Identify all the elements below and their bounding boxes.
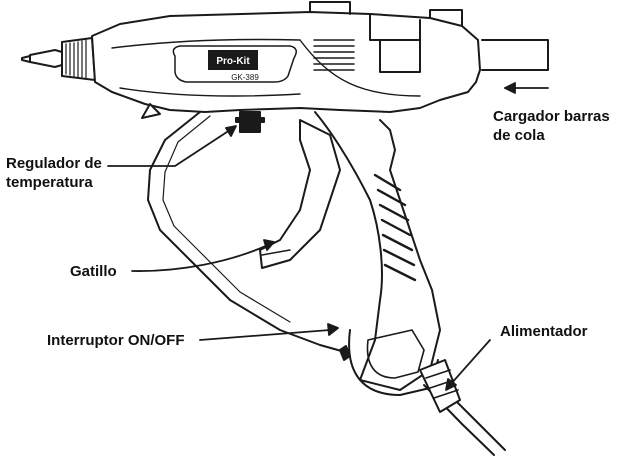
label-line: temperatura [6, 174, 93, 191]
power-cable [419, 359, 506, 456]
brand-badge [208, 50, 258, 70]
model-text: GK-389 [231, 73, 259, 82]
trigger-frame [147, 111, 346, 353]
leader-lines [107, 82, 549, 391]
label-temperature-regulator: Regulador de temperatura [6, 154, 102, 192]
nozzle [21, 37, 96, 81]
label-line: Regulador de [6, 155, 102, 172]
label-line: Cargador barras [493, 108, 610, 125]
label-glue-stick-loader: Cargador barras de cola [493, 107, 610, 145]
label-on-off-switch: Interruptor ON/OFF [47, 332, 185, 349]
trigger [259, 119, 341, 269]
handle [314, 111, 441, 396]
label-power-supply: Alimentador [500, 323, 588, 340]
temperature-knob [235, 111, 265, 133]
brand-badge-text: Pro-Kit [216, 56, 250, 67]
label-trigger: Gatillo [70, 263, 117, 280]
label-line: de cola [493, 127, 545, 144]
front-foot [141, 103, 161, 119]
gun-body [91, 1, 481, 113]
